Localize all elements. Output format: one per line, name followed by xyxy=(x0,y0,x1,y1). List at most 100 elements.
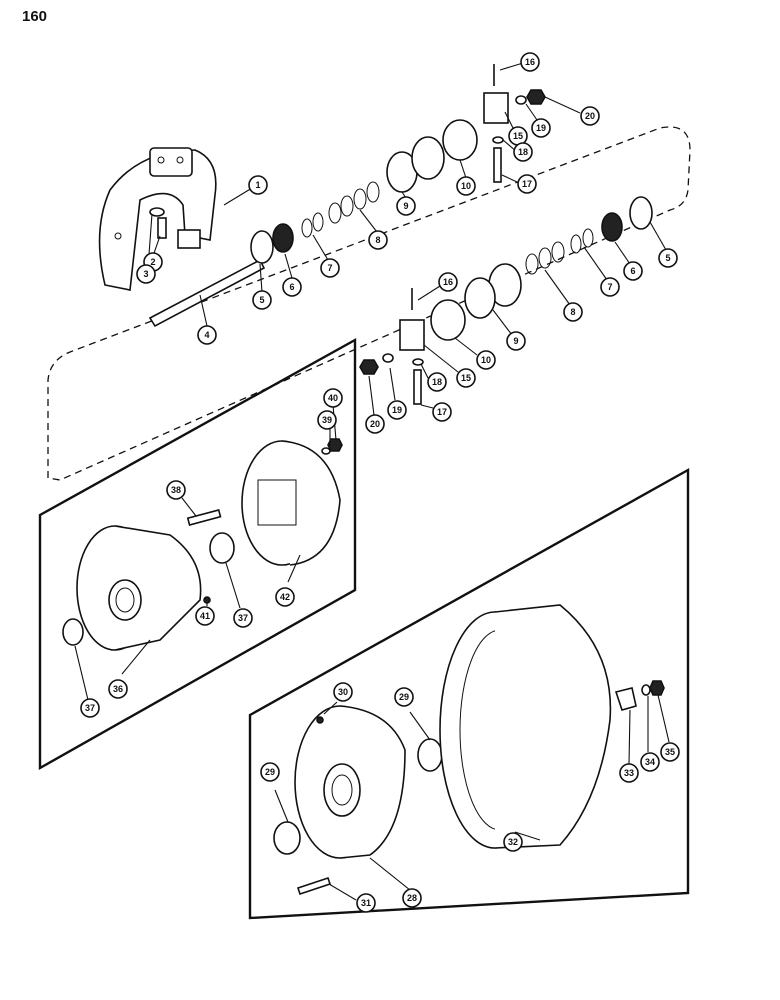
bearing-cone-left xyxy=(272,223,294,253)
shim xyxy=(328,202,342,224)
callout: 34 xyxy=(640,752,660,772)
svg-text:34: 34 xyxy=(645,757,655,767)
page-number: 160 xyxy=(22,8,48,25)
svg-text:5: 5 xyxy=(665,253,670,263)
callout: 1 xyxy=(248,175,268,195)
svg-text:7: 7 xyxy=(607,282,612,292)
callout: 4 xyxy=(197,325,217,345)
svg-text:6: 6 xyxy=(630,266,635,276)
svg-text:20: 20 xyxy=(370,419,380,429)
leader-lines xyxy=(74,62,670,901)
clamp-block xyxy=(483,92,509,124)
svg-text:6: 6 xyxy=(289,282,294,292)
svg-text:20: 20 xyxy=(585,111,595,121)
callout: 16 xyxy=(520,52,540,72)
callout: 7 xyxy=(320,258,340,278)
nut xyxy=(649,680,665,696)
svg-text:18: 18 xyxy=(518,147,528,157)
wheel-panel xyxy=(248,467,690,920)
svg-text:8: 8 xyxy=(375,235,380,245)
callout: 41 xyxy=(195,606,215,626)
callout: 8 xyxy=(368,230,388,250)
shim xyxy=(538,247,552,269)
svg-text:10: 10 xyxy=(481,355,491,365)
callout: 37 xyxy=(233,608,253,628)
svg-text:15: 15 xyxy=(513,131,523,141)
callout: 38 xyxy=(166,480,186,500)
svg-text:40: 40 xyxy=(328,393,338,403)
washer xyxy=(149,207,165,217)
washer xyxy=(412,358,424,366)
bearing-cup xyxy=(209,532,235,564)
svg-text:30: 30 xyxy=(338,687,348,697)
svg-text:17: 17 xyxy=(522,179,532,189)
grease-fitting xyxy=(203,596,211,604)
svg-text:36: 36 xyxy=(113,684,123,694)
housing xyxy=(442,119,478,161)
callout: 16 xyxy=(438,272,458,292)
svg-text:9: 9 xyxy=(403,201,408,211)
shim xyxy=(525,253,539,275)
clamp-block xyxy=(399,319,425,351)
nut xyxy=(327,438,343,452)
shim xyxy=(340,195,354,217)
svg-text:18: 18 xyxy=(432,377,442,387)
callout: 5 xyxy=(252,290,272,310)
callout: 17 xyxy=(517,174,537,194)
callout: 40 xyxy=(323,388,343,408)
svg-text:10: 10 xyxy=(461,181,471,191)
svg-text:8: 8 xyxy=(570,307,575,317)
bearing-cup xyxy=(62,618,84,646)
wheel-hub xyxy=(294,705,406,859)
callout: 9 xyxy=(396,196,416,216)
callout: 37 xyxy=(80,698,100,718)
callout: 33 xyxy=(619,763,639,783)
callout: 18 xyxy=(513,142,533,162)
svg-text:7: 7 xyxy=(327,263,332,273)
shim xyxy=(366,181,380,203)
callout: 35 xyxy=(660,742,680,762)
callout: 15 xyxy=(456,368,476,388)
ring xyxy=(411,136,445,180)
shim xyxy=(353,188,367,210)
wheel-clamp xyxy=(614,687,637,711)
axle-bracket xyxy=(98,147,217,291)
svg-text:5: 5 xyxy=(259,295,264,305)
callout: 32 xyxy=(503,832,523,852)
svg-text:1: 1 xyxy=(255,180,260,190)
bolt xyxy=(493,147,502,183)
svg-text:39: 39 xyxy=(322,415,332,425)
bearing-cone-right xyxy=(601,212,623,242)
callout: 6 xyxy=(282,277,302,297)
stud xyxy=(186,508,222,526)
callout: 20 xyxy=(580,106,600,126)
svg-text:16: 16 xyxy=(525,57,535,67)
svg-text:19: 19 xyxy=(536,123,546,133)
svg-text:37: 37 xyxy=(238,613,248,623)
svg-text:35: 35 xyxy=(665,747,675,757)
callout: 28 xyxy=(402,888,422,908)
svg-text:29: 29 xyxy=(399,692,409,702)
bearing-cup-left xyxy=(250,230,274,264)
svg-text:15: 15 xyxy=(461,373,471,383)
svg-text:37: 37 xyxy=(85,703,95,713)
wheel-bolt xyxy=(296,876,332,896)
washer xyxy=(492,136,504,144)
svg-text:42: 42 xyxy=(280,592,290,602)
svg-text:31: 31 xyxy=(361,898,371,908)
callout: 7 xyxy=(600,277,620,297)
washer xyxy=(641,684,651,696)
lock-washer xyxy=(515,95,527,105)
grease-fitting xyxy=(316,716,324,724)
shim xyxy=(301,218,313,238)
hub xyxy=(76,525,202,651)
callout: 19 xyxy=(531,118,551,138)
callout: 17 xyxy=(432,402,452,422)
callouts: 1 2 3 4 5 6 7 8 9 10 15 16 17 18 19 20 5… xyxy=(80,52,680,913)
shim xyxy=(582,228,594,248)
bearing-cup xyxy=(273,821,301,855)
svg-text:33: 33 xyxy=(624,768,634,778)
callout: 42 xyxy=(275,587,295,607)
svg-text:3: 3 xyxy=(143,269,148,279)
